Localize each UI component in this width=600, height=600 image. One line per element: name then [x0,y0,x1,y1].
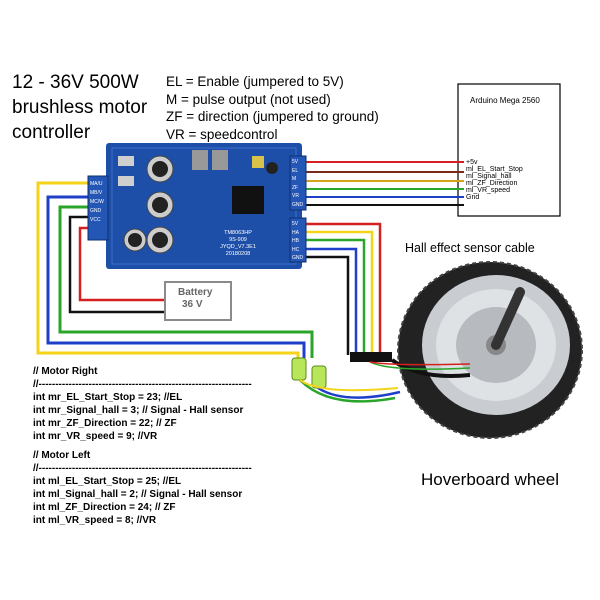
wire-phase-green [58,205,314,358]
hall-connector [350,352,392,362]
code-line: int mr_ZF_Direction = 22; // ZF [33,418,177,429]
wire-phase-yellow [36,181,300,358]
wheel-label: Hoverboard wheel [421,470,559,489]
hall-wire-red [304,222,382,355]
pin-label: GND [292,255,304,261]
main-chip [232,186,264,214]
wire-phase-blue [46,195,306,358]
board-silkscreen: TM8063HP 9S-909 JYQD_V7.3E1 20180208 [208,230,268,258]
pin-label: MB/V [90,190,103,196]
pin-label: GND [90,208,102,214]
terminal-block-left [87,175,109,241]
pin-label: HB [292,238,299,244]
battery-voltage: 36 V [182,299,203,310]
motor-left-code: // Motor Left //------------------------… [33,449,252,527]
arduino-pin-el: ml_EL_Start_Stop [466,166,523,173]
pin-label: M [292,176,297,182]
hall-cable-label: Hall effect sensor cable [405,241,535,255]
pin-label: GND [292,201,304,208]
arduino-pin-list: +5v ml_EL_Start_Stop ml_Signal_hall ml_Z… [466,159,523,201]
board-text: 9S-909 [229,237,247,243]
pin-label: MC/W [90,199,104,205]
pin-label: MA/U [90,181,103,187]
legend-m: M = pulse output (not used) [166,91,331,107]
controller-signal-pins: 5V EL M ZF VR GND [292,158,303,209]
legend-el: EL = Enable (jumpered to 5V) [166,74,344,89]
phase-wires [36,181,314,358]
arduino-pin-vr: ml_VR_speed [466,187,510,194]
header-hall [289,217,307,263]
code-line: // Motor Left [33,450,91,461]
battery-wires [68,215,164,314]
phase-connectors [291,357,401,403]
arduino-title: Arduino Mega 2560 [470,96,540,105]
code-line: int mr_VR_speed = 9; //VR [33,431,158,442]
title-line-3: controller [12,122,91,143]
motor-right-code: // Motor Right //-----------------------… [33,365,252,443]
arduino-pin-gnd: Gnd [466,194,480,201]
pin-label: VCC [90,217,101,223]
pin-label: EL [292,167,299,174]
battery-label: Battery [178,287,213,298]
signal-wires [304,161,464,206]
controller-board [87,143,307,269]
code-line: //--------------------------------------… [33,463,252,474]
pin-label: 5V [292,159,299,165]
pin-label: VR [292,193,299,199]
code-line: //--------------------------------------… [33,379,252,390]
hall-wire-yellow [304,230,374,355]
code-line: int mr_Signal_hall = 3; // Signal - Hall… [33,405,244,416]
arduino-pin-5v: +5v [466,159,478,166]
diagram-title: 12 - 36V 500W brushless motor controller [12,70,172,145]
controller-hall-pins: 5V HA HB HC GND [292,220,303,263]
code-line: int ml_ZF_Direction = 24; // ZF [33,502,176,513]
battery-wire-black [68,215,164,314]
code-line: int ml_EL_Start_Stop = 25; //EL [33,476,182,487]
hall-wire-blue [304,247,358,355]
arduino-box [457,83,561,217]
hall-wire-black [304,255,350,355]
board-text: TM8063HP [224,230,252,236]
pin-label: ZF [292,184,299,191]
code-line: // Motor Right [33,366,98,377]
legend-zf: ZF = direction (jumpered to ground) [166,109,379,124]
hoverboard-wheel [369,261,583,439]
arduino-pin-zf: ml_ZF_Direction [466,180,518,187]
controller-left-pins: MA/U MB/V MC/W GND VCC [90,180,104,225]
battery-box [164,281,232,321]
pin-legend: EL = Enable (jumpered to 5V) M = pulse o… [166,73,379,143]
legend-vr: VR = speedcontrol [166,126,278,142]
pin-label: 5V [292,221,299,227]
board-text: 20180208 [225,251,251,257]
code-line: int mr_EL_Start_Stop = 23; //EL [33,392,183,403]
title-line-2: brushless motor [12,97,148,118]
board-text: JYQD_V7.3E1 [220,244,256,250]
header-signal [289,155,307,211]
heatsink [192,150,208,170]
title-line-1: 12 - 36V 500W [12,72,139,93]
code-line: int ml_Signal_hall = 2; // Signal - Hall… [33,489,243,500]
arduino-pin-hall: ml_Signal_hall [466,173,512,180]
battery-wire-red [78,226,164,302]
capacitors [123,155,174,254]
hall-wires [304,222,382,355]
code-line: int ml_VR_speed = 8; //VR [33,515,157,526]
hall-wire-green [304,238,366,355]
pin-label: HC [292,246,300,253]
pin-label: HA [292,229,299,236]
